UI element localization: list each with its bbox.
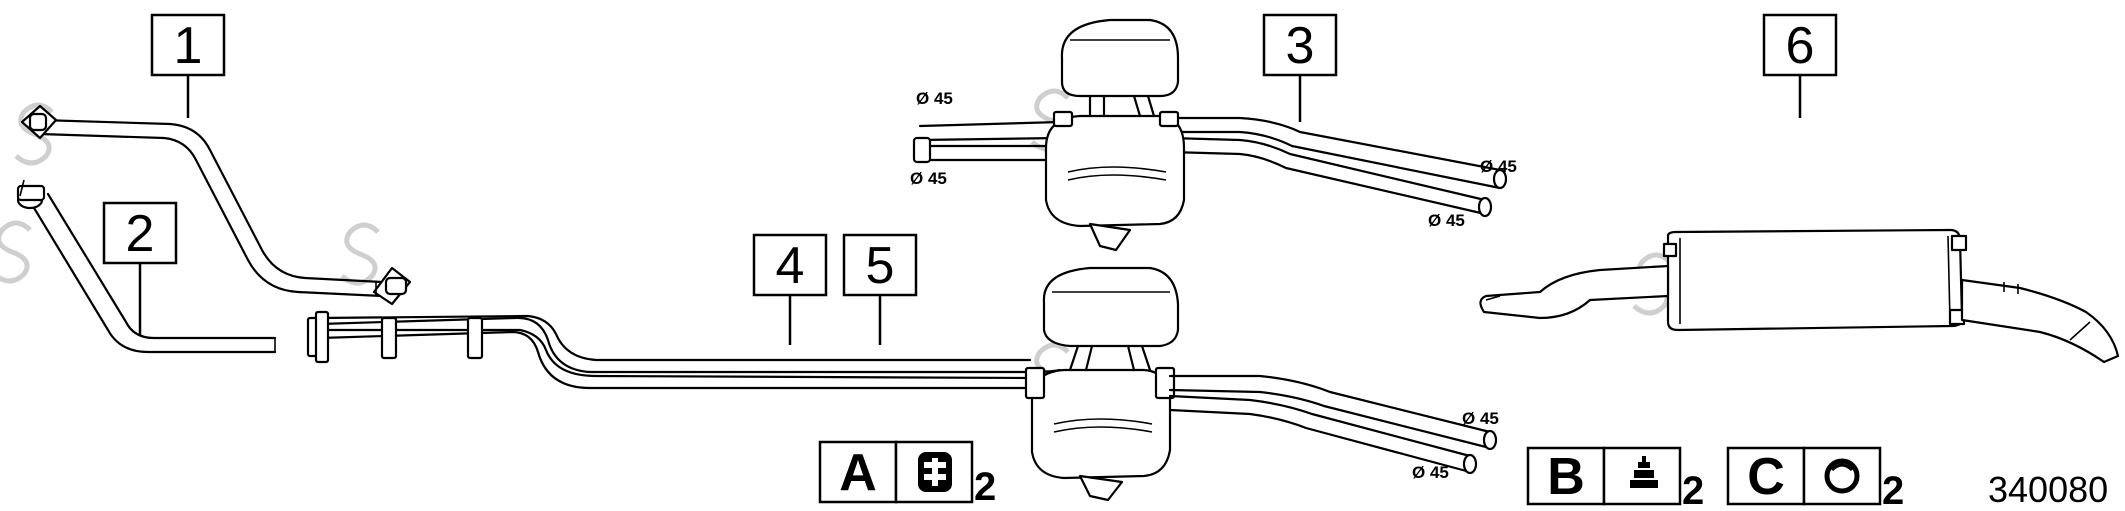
legend-c-qty: 2 (1882, 469, 1904, 511)
part-3-middle-silencer[interactable] (912, 18, 1508, 252)
reference-number: 340080 (1988, 469, 2108, 510)
callout-1[interactable]: 1 (150, 13, 226, 77)
legend-c[interactable]: C 2 (1726, 446, 1904, 511)
callout-4-label: 4 (776, 237, 805, 295)
callout-5[interactable]: 5 (842, 233, 918, 297)
dimension-labels-part-3: Ø 45 Ø 45 Ø 45 Ø 45 (910, 89, 1517, 230)
callout-3-label: 3 (1286, 17, 1315, 75)
dim-45-right-upper: Ø 45 (1462, 409, 1499, 428)
callout-6-label: 6 (1786, 17, 1815, 75)
clamp-icon (918, 452, 952, 492)
legend-a[interactable]: A 2 (818, 440, 996, 509)
part-6-rear-muffler[interactable] (1479, 228, 2120, 364)
dim-3-right-lower: Ø 45 (1428, 211, 1465, 230)
callout-5-label: 5 (866, 237, 895, 295)
legend-a-qty: 2 (974, 465, 996, 509)
legend-c-letter: C (1747, 448, 1785, 506)
watermark (0, 88, 1672, 406)
callout-4[interactable]: 4 (752, 233, 828, 297)
sealing-ring-icon (1824, 458, 1860, 494)
part-2-flex-pipe[interactable] (16, 179, 277, 354)
callout-6[interactable]: 6 (1762, 13, 1838, 77)
legend-a-letter: A (839, 444, 877, 502)
dim-45-right-lower: Ø 45 (1412, 463, 1449, 482)
legend-b[interactable]: B 2 (1526, 446, 1704, 511)
dim-3-left-lower: Ø 45 (910, 169, 947, 188)
callout-1-label: 1 (174, 17, 203, 75)
rubber-mount-icon (1630, 456, 1658, 488)
callout-2[interactable]: 2 (102, 201, 178, 265)
dimension-labels-part-4-5: Ø 45 Ø 45 (1412, 409, 1499, 482)
part-1-front-pipe[interactable] (20, 104, 412, 306)
legend-b-letter: B (1547, 448, 1585, 506)
dim-3-left-upper: Ø 45 (916, 89, 953, 108)
legend-b-qty: 2 (1682, 469, 1704, 511)
part-4-5-intermediate-pipe[interactable] (306, 266, 1498, 502)
dim-3-right-upper: Ø 45 (1480, 157, 1517, 176)
callout-2-label: 2 (126, 205, 155, 263)
callout-3[interactable]: 3 (1262, 13, 1338, 77)
